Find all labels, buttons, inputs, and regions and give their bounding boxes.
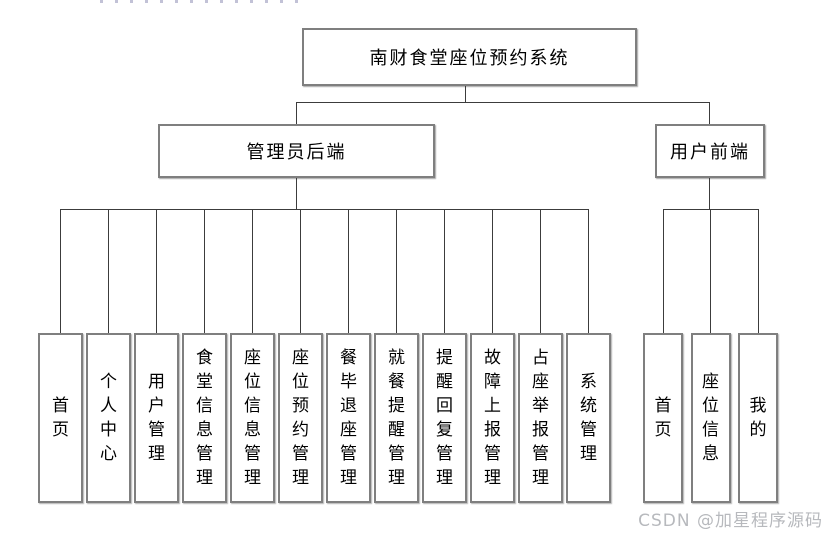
connector-leaf-drop xyxy=(540,209,541,333)
leaf-node-label: 个人中心 xyxy=(99,372,117,464)
leaf-node: 首页 xyxy=(643,333,683,503)
leaf-node: 我的 xyxy=(738,333,778,503)
leaf-node: 首页 xyxy=(38,333,83,503)
leaf-node-label: 就餐提醒管理 xyxy=(387,348,405,488)
connector-leaf-drop xyxy=(492,209,493,333)
watermark-text: CSDN @加星程序源码 xyxy=(638,511,823,531)
connector-leaf-drop xyxy=(710,209,711,333)
leaf-node: 故障上报管理 xyxy=(470,333,515,503)
leaf-node-label: 占座举报管理 xyxy=(531,348,549,488)
leaf-node: 用户管理 xyxy=(134,333,179,503)
node-root: 南财食堂座位预约系统 xyxy=(302,28,637,86)
node-user-frontend: 用户前端 xyxy=(655,124,765,178)
connector-leaf-drop xyxy=(204,209,205,333)
leaf-node: 座位信息管理 xyxy=(230,333,275,503)
connector-user-stub xyxy=(709,178,710,209)
connector-leaf-drop xyxy=(252,209,253,333)
leaf-node-label: 故障上报管理 xyxy=(483,348,501,488)
leaf-node: 就餐提醒管理 xyxy=(374,333,419,503)
leaf-node-label: 首页 xyxy=(51,396,69,440)
connector-leaf-drop xyxy=(156,209,157,333)
leaf-node-label: 座位信息管理 xyxy=(243,348,261,488)
connector-leaf-drop xyxy=(60,209,61,333)
connector-leaf-drop xyxy=(300,209,301,333)
connector-leaf-drop xyxy=(588,209,589,333)
leaf-node: 餐毕退座管理 xyxy=(326,333,371,503)
cropped-text-artifact xyxy=(100,0,310,3)
leaf-node-label: 座位预约管理 xyxy=(291,348,309,488)
leaf-node-label: 餐毕退座管理 xyxy=(339,348,357,488)
connector-admin-rail xyxy=(60,209,589,210)
leaf-node-label: 首页 xyxy=(654,396,672,440)
leaf-node: 提醒回复管理 xyxy=(422,333,467,503)
leaf-node: 个人中心 xyxy=(86,333,131,503)
connector-leaf-drop xyxy=(108,209,109,333)
leaf-node: 座位信息 xyxy=(690,333,731,503)
leaf-node-label: 系统管理 xyxy=(579,372,597,464)
leaf-node-label: 提醒回复管理 xyxy=(435,348,453,488)
leaf-node: 占座举报管理 xyxy=(518,333,563,503)
node-admin-backend: 管理员后端 xyxy=(158,124,435,178)
node-user-frontend-label: 用户前端 xyxy=(670,142,750,163)
connector-leaf-drop xyxy=(662,209,664,333)
connector-user-drop xyxy=(709,102,710,124)
connector-leaf-drop xyxy=(444,209,445,333)
leaf-node: 系统管理 xyxy=(566,333,611,503)
connector-leaf-drop xyxy=(757,209,759,333)
connector-admin-stub xyxy=(296,178,297,209)
connector-level1 xyxy=(296,102,710,103)
leaf-node-label: 食堂信息管理 xyxy=(195,348,213,488)
connector-root-stub xyxy=(465,86,466,103)
node-admin-backend-label: 管理员后端 xyxy=(246,142,347,163)
leaf-node: 食堂信息管理 xyxy=(182,333,227,503)
connector-admin-drop xyxy=(296,102,297,124)
connector-leaf-drop xyxy=(396,209,397,333)
leaf-node-label: 用户管理 xyxy=(147,372,165,464)
connector-leaf-drop xyxy=(348,209,349,333)
leaf-node-label: 座位信息 xyxy=(701,372,719,464)
leaf-node-label: 我的 xyxy=(749,396,767,440)
node-root-label: 南财食堂座位预约系统 xyxy=(369,48,570,69)
leaf-node: 座位预约管理 xyxy=(278,333,323,503)
